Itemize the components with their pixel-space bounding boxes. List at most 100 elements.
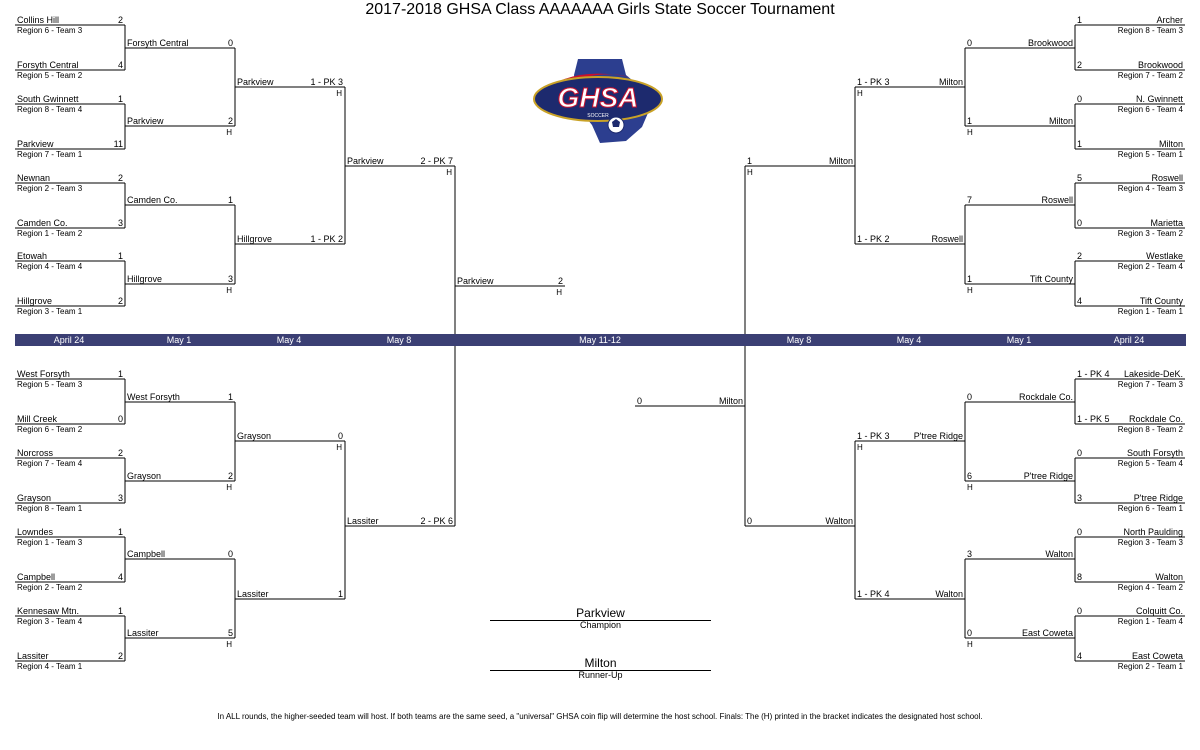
round-label-may-8-left: May 8: [386, 335, 412, 345]
team-score: 1: [118, 94, 123, 104]
team-name: West Forsyth: [127, 392, 180, 402]
team-score: 0: [228, 549, 233, 559]
team-seed: Region 8 - Team 4: [17, 105, 83, 114]
team-score: 8: [1077, 572, 1082, 582]
team-score: 1: [1077, 15, 1082, 25]
team-name: Parkview: [237, 77, 274, 87]
team-seed: Region 8 - Team 2: [1118, 425, 1184, 434]
champion-line: [490, 620, 711, 621]
team-name: North Paulding: [1123, 527, 1183, 537]
page-title: 2017-2018 GHSA Class AAAAAAA Girls State…: [365, 1, 835, 18]
team-score: 1: [228, 392, 233, 402]
team-score: 0: [967, 628, 972, 638]
team-name: Rockdale Co.: [1129, 414, 1183, 424]
team-name: Forsyth Central: [127, 38, 189, 48]
team-name: Parkview: [347, 156, 384, 166]
team-seed: Region 4 - Team 1: [17, 662, 83, 671]
team-name: South Gwinnett: [17, 94, 79, 104]
team-score: 3: [1077, 493, 1082, 503]
team-score: 11: [114, 139, 123, 149]
team-name: East Coweta: [1132, 651, 1183, 661]
team-seed: Region 3 - Team 4: [17, 617, 83, 626]
team-name: Rockdale Co.: [1019, 392, 1073, 402]
team-score: 1 - PK 3: [857, 431, 890, 441]
team-score: 3: [118, 218, 123, 228]
team-name: P'tree Ridge: [1134, 493, 1183, 503]
round-label-may-8-right: May 8: [786, 335, 812, 345]
team-name: Camden Co.: [17, 218, 68, 228]
team-seed: Region 3 - Team 3: [1118, 538, 1184, 547]
team-score: 2: [228, 471, 233, 481]
host-marker: H: [336, 89, 342, 98]
team-name: Colquitt Co.: [1136, 606, 1183, 616]
team-name: Milton: [1049, 116, 1073, 126]
team-score: 0: [967, 392, 972, 402]
team-seed: Region 3 - Team 1: [17, 307, 83, 316]
host-marker: H: [226, 483, 232, 492]
team-score: 1: [1077, 139, 1082, 149]
host-marker: H: [556, 288, 562, 297]
team-name: Milton: [829, 156, 853, 166]
team-name: Brookwood: [1138, 60, 1183, 70]
bracket-slot: Camden Co.1: [125, 195, 235, 206]
host-marker: H: [967, 128, 973, 137]
team-seed: Region 8 - Team 1: [17, 504, 83, 513]
ghsa-soccer-logo-icon: GHSA SOCCER: [533, 59, 663, 143]
team-seed: Region 7 - Team 4: [17, 459, 83, 468]
champion-name: Parkview: [576, 606, 625, 620]
team-score: 1: [118, 369, 123, 379]
team-name: Lassiter: [17, 651, 49, 661]
team-score: 0: [1077, 94, 1082, 104]
team-name: Forsyth Central: [17, 60, 79, 70]
team-score: 1: [967, 116, 972, 126]
host-marker: H: [967, 483, 973, 492]
team-score: 1 - PK 3: [857, 77, 890, 87]
logo-text: GHSA: [558, 82, 639, 113]
team-score: 0: [637, 396, 642, 406]
round-label-april-24-left: April 24: [53, 335, 85, 345]
team-name: Walton: [1045, 549, 1073, 559]
team-score: 1: [747, 156, 752, 166]
team-name: Hillgrove: [127, 274, 162, 284]
team-score: 2: [118, 173, 123, 183]
team-seed: Region 4 - Team 2: [1118, 583, 1184, 592]
round-label-may-4-right: May 4: [896, 335, 922, 345]
team-score: 0: [1077, 527, 1082, 537]
team-name: Grayson: [17, 493, 51, 503]
team-seed: Region 7 - Team 2: [1118, 71, 1184, 80]
host-marker: H: [336, 443, 342, 452]
team-score: 1 - PK 2: [310, 234, 343, 244]
team-seed: Region 6 - Team 4: [1118, 105, 1184, 114]
runner-up-name: Milton: [584, 656, 617, 670]
team-seed: Region 1 - Team 3: [17, 538, 83, 547]
host-marker: H: [857, 443, 863, 452]
team-score: 2 - PK 6: [420, 516, 453, 526]
team-score: 2: [1077, 60, 1082, 70]
team-seed: Region 7 - Team 1: [17, 150, 83, 159]
team-seed: Region 6 - Team 2: [17, 425, 83, 434]
host-marker: H: [967, 286, 973, 295]
team-name: Lassiter: [127, 628, 159, 638]
hosting-rules-note: In ALL rounds, the higher-seeded team wi…: [217, 712, 983, 721]
team-seed: Region 1 - Team 4: [1118, 617, 1184, 626]
round-label-may-1-left: May 1: [166, 335, 192, 345]
team-seed: Region 2 - Team 3: [17, 184, 83, 193]
team-score: 4: [1077, 296, 1082, 306]
